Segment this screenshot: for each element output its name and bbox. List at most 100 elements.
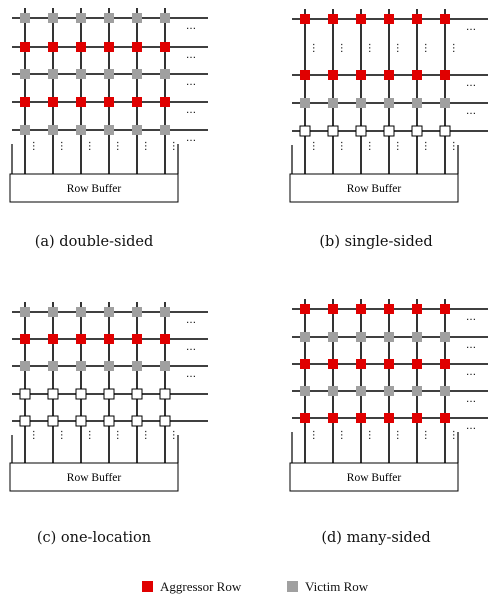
- column-ellipsis: ⋮: [421, 141, 432, 152]
- row-ellipsis: …: [466, 312, 477, 323]
- gap-ellipsis: ⋮: [421, 43, 432, 54]
- legend: Aggressor Row Victim Row: [142, 579, 369, 594]
- aggressor-cell: [356, 70, 366, 80]
- aggressor-cell: [384, 413, 394, 423]
- victim-cell: [356, 386, 366, 396]
- column-ellipsis: ⋮: [309, 430, 320, 441]
- victim-cell: [328, 386, 338, 396]
- column-ellipsis: ⋮: [337, 141, 348, 152]
- victim-cell: [48, 307, 58, 317]
- aggressor-legend-swatch: [142, 581, 153, 592]
- victim-cell: [384, 98, 394, 108]
- panel-b: ⋮⋮⋮⋮⋮⋮⋮⋮⋮⋮⋮⋮………Row Buffer(b) single-side…: [289, 9, 488, 250]
- unaffected-cell: [299, 125, 311, 137]
- unaffected-cell: [19, 388, 31, 400]
- aggressor-cell: [132, 42, 142, 52]
- row-ellipsis: …: [466, 421, 477, 432]
- gap-ellipsis: ⋮: [365, 43, 376, 54]
- column-ellipsis: ⋮: [141, 430, 152, 441]
- victim-cell: [412, 332, 422, 342]
- aggressor-cell: [440, 70, 450, 80]
- gap-ellipsis: ⋮: [337, 43, 348, 54]
- column-ellipsis: ⋮: [85, 141, 96, 152]
- victim-cell: [20, 125, 30, 135]
- aggressor-cell: [20, 334, 30, 344]
- aggressor-cell: [328, 70, 338, 80]
- unaffected-cell: [75, 388, 87, 400]
- victim-cell: [356, 332, 366, 342]
- row-buffer-label: Row Buffer: [67, 183, 122, 195]
- row-ellipsis: …: [186, 342, 197, 353]
- aggressor-cell: [48, 334, 58, 344]
- victim-cell: [160, 125, 170, 135]
- victim-cell: [76, 307, 86, 317]
- victim-cell: [48, 69, 58, 79]
- column-ellipsis: ⋮: [57, 430, 68, 441]
- victim-cell: [160, 13, 170, 23]
- victim-cell: [300, 98, 310, 108]
- unaffected-cell: [103, 388, 115, 400]
- unaffected-cell: [47, 415, 59, 427]
- unaffected-cell: [159, 415, 171, 427]
- aggressor-cell: [104, 97, 114, 107]
- victim-cell: [384, 386, 394, 396]
- aggressor-cell: [104, 42, 114, 52]
- aggressor-cell: [20, 97, 30, 107]
- victim-cell: [356, 98, 366, 108]
- row-ellipsis: …: [186, 21, 197, 32]
- row-ellipsis: …: [466, 106, 477, 117]
- aggressor-cell: [356, 413, 366, 423]
- column-ellipsis: ⋮: [113, 141, 124, 152]
- unaffected-cell: [19, 415, 31, 427]
- unaffected-cell: [327, 125, 339, 137]
- victim-cell: [412, 386, 422, 396]
- aggressor-cell: [48, 97, 58, 107]
- victim-cell: [300, 386, 310, 396]
- column-ellipsis: ⋮: [365, 141, 376, 152]
- aggressor-cell: [440, 14, 450, 24]
- panel-d: ⋮⋮⋮⋮⋮⋮……………Row Buffer(d) many-sided: [289, 299, 488, 546]
- panel-c: ⋮⋮⋮⋮⋮⋮………Row Buffer(c) one-location: [9, 302, 208, 546]
- column-ellipsis: ⋮: [309, 141, 320, 152]
- aggressor-cell: [328, 359, 338, 369]
- aggressor-cell: [440, 359, 450, 369]
- victim-cell: [20, 13, 30, 23]
- victim-legend-label: Victim Row: [305, 579, 369, 594]
- row-ellipsis: …: [466, 394, 477, 405]
- row-ellipsis: …: [466, 367, 477, 378]
- aggressor-cell: [132, 97, 142, 107]
- victim-cell: [20, 69, 30, 79]
- victim-cell: [440, 332, 450, 342]
- aggressor-cell: [384, 359, 394, 369]
- aggressor-cell: [300, 304, 310, 314]
- victim-cell: [104, 13, 114, 23]
- victim-cell: [328, 98, 338, 108]
- row-buffer: [289, 462, 459, 492]
- unaffected-cell: [159, 388, 171, 400]
- victim-cell: [132, 307, 142, 317]
- unaffected-cell: [47, 388, 59, 400]
- column-ellipsis: ⋮: [29, 430, 40, 441]
- panel-caption: (a) double-sided: [35, 234, 154, 250]
- aggressor-cell: [440, 304, 450, 314]
- unaffected-cell: [75, 415, 87, 427]
- aggressor-legend-label: Aggressor Row: [160, 579, 242, 594]
- aggressor-cell: [328, 413, 338, 423]
- aggressor-cell: [300, 70, 310, 80]
- aggressor-cell: [356, 304, 366, 314]
- column-ellipsis: ⋮: [141, 141, 152, 152]
- panel-a: ⋮⋮⋮⋮⋮⋮……………Row Buffer(a) double-sided: [9, 8, 208, 250]
- gap-ellipsis: ⋮: [393, 43, 404, 54]
- aggressor-cell: [76, 42, 86, 52]
- column-ellipsis: ⋮: [449, 430, 460, 441]
- unaffected-cell: [383, 125, 395, 137]
- aggressor-cell: [412, 14, 422, 24]
- aggressor-cell: [132, 334, 142, 344]
- column-ellipsis: ⋮: [85, 430, 96, 441]
- victim-cell: [48, 13, 58, 23]
- column-ellipsis: ⋮: [337, 430, 348, 441]
- aggressor-cell: [160, 42, 170, 52]
- aggressor-cell: [384, 304, 394, 314]
- aggressor-cell: [300, 359, 310, 369]
- victim-cell: [440, 98, 450, 108]
